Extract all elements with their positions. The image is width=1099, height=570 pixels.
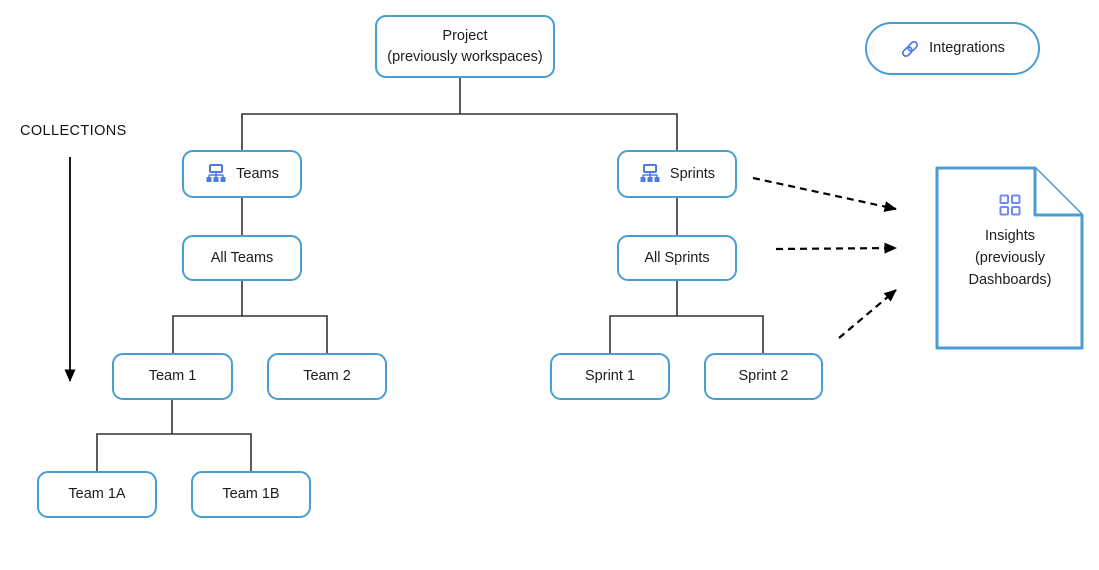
- grid-icon: [999, 194, 1021, 216]
- connector-team1-children: [96, 400, 252, 471]
- insights-label-line2: (previously: [974, 250, 1046, 266]
- team-2-node: Team 2: [267, 353, 387, 400]
- integrations-label: Integrations: [929, 40, 1005, 57]
- teams-node: Teams: [182, 150, 302, 198]
- org-chart-icon: [639, 164, 661, 184]
- team-1a-label: Team 1A: [68, 486, 126, 503]
- connector-allteams-children: [172, 281, 328, 353]
- team-1-node: Team 1: [112, 353, 233, 400]
- all-teams-label: All Teams: [210, 249, 274, 266]
- link-icon: [900, 39, 920, 59]
- all-sprints-node: All Sprints: [617, 235, 737, 281]
- org-chart-icon: [205, 164, 227, 184]
- collections-label: COLLECTIONS: [20, 123, 127, 139]
- dashed-arrow-subtree-insights: [838, 289, 897, 339]
- dashed-arrow-allsprints-insights: [775, 242, 897, 254]
- team-2-label: Team 2: [303, 368, 351, 385]
- dashed-arrow-sprints-insights: [752, 176, 897, 212]
- tree-connectors: [96, 78, 764, 471]
- insights-node: Insights (previously Dashboards): [938, 194, 1082, 291]
- team-1b-node: Team 1B: [191, 471, 311, 518]
- sprint-2-node: Sprint 2: [704, 353, 823, 400]
- connector-allsprints-children: [609, 281, 764, 353]
- connector-project-branches: [241, 78, 678, 150]
- project-label-line1: Project: [442, 27, 488, 44]
- document-fold: [1033, 168, 1082, 217]
- insights-document-shape: [935, 166, 1084, 350]
- project-node: Project (previously workspaces): [375, 15, 555, 78]
- sprints-label: Sprints: [669, 165, 716, 182]
- integrations-node: Integrations: [865, 22, 1040, 75]
- sprint-1-label: Sprint 1: [585, 368, 635, 385]
- insights-label-line1: Insights: [985, 228, 1035, 244]
- insights-label-line3: Dashboards): [968, 272, 1052, 288]
- sprint-2-label: Sprint 2: [738, 368, 789, 385]
- all-teams-node: All Teams: [182, 235, 302, 281]
- sprint-1-node: Sprint 1: [550, 353, 670, 400]
- all-sprints-label: All Sprints: [644, 249, 710, 266]
- project-label-line2: (previously workspaces): [387, 48, 543, 65]
- team-1-label: Team 1: [148, 368, 197, 385]
- teams-label: Teams: [236, 165, 279, 182]
- insights-label: Insights (previously Dashboards): [968, 225, 1051, 291]
- team-1a-node: Team 1A: [37, 471, 157, 518]
- sprints-node: Sprints: [617, 150, 737, 198]
- connector-teams-allteams: [241, 198, 678, 235]
- team-1b-label: Team 1B: [222, 486, 280, 503]
